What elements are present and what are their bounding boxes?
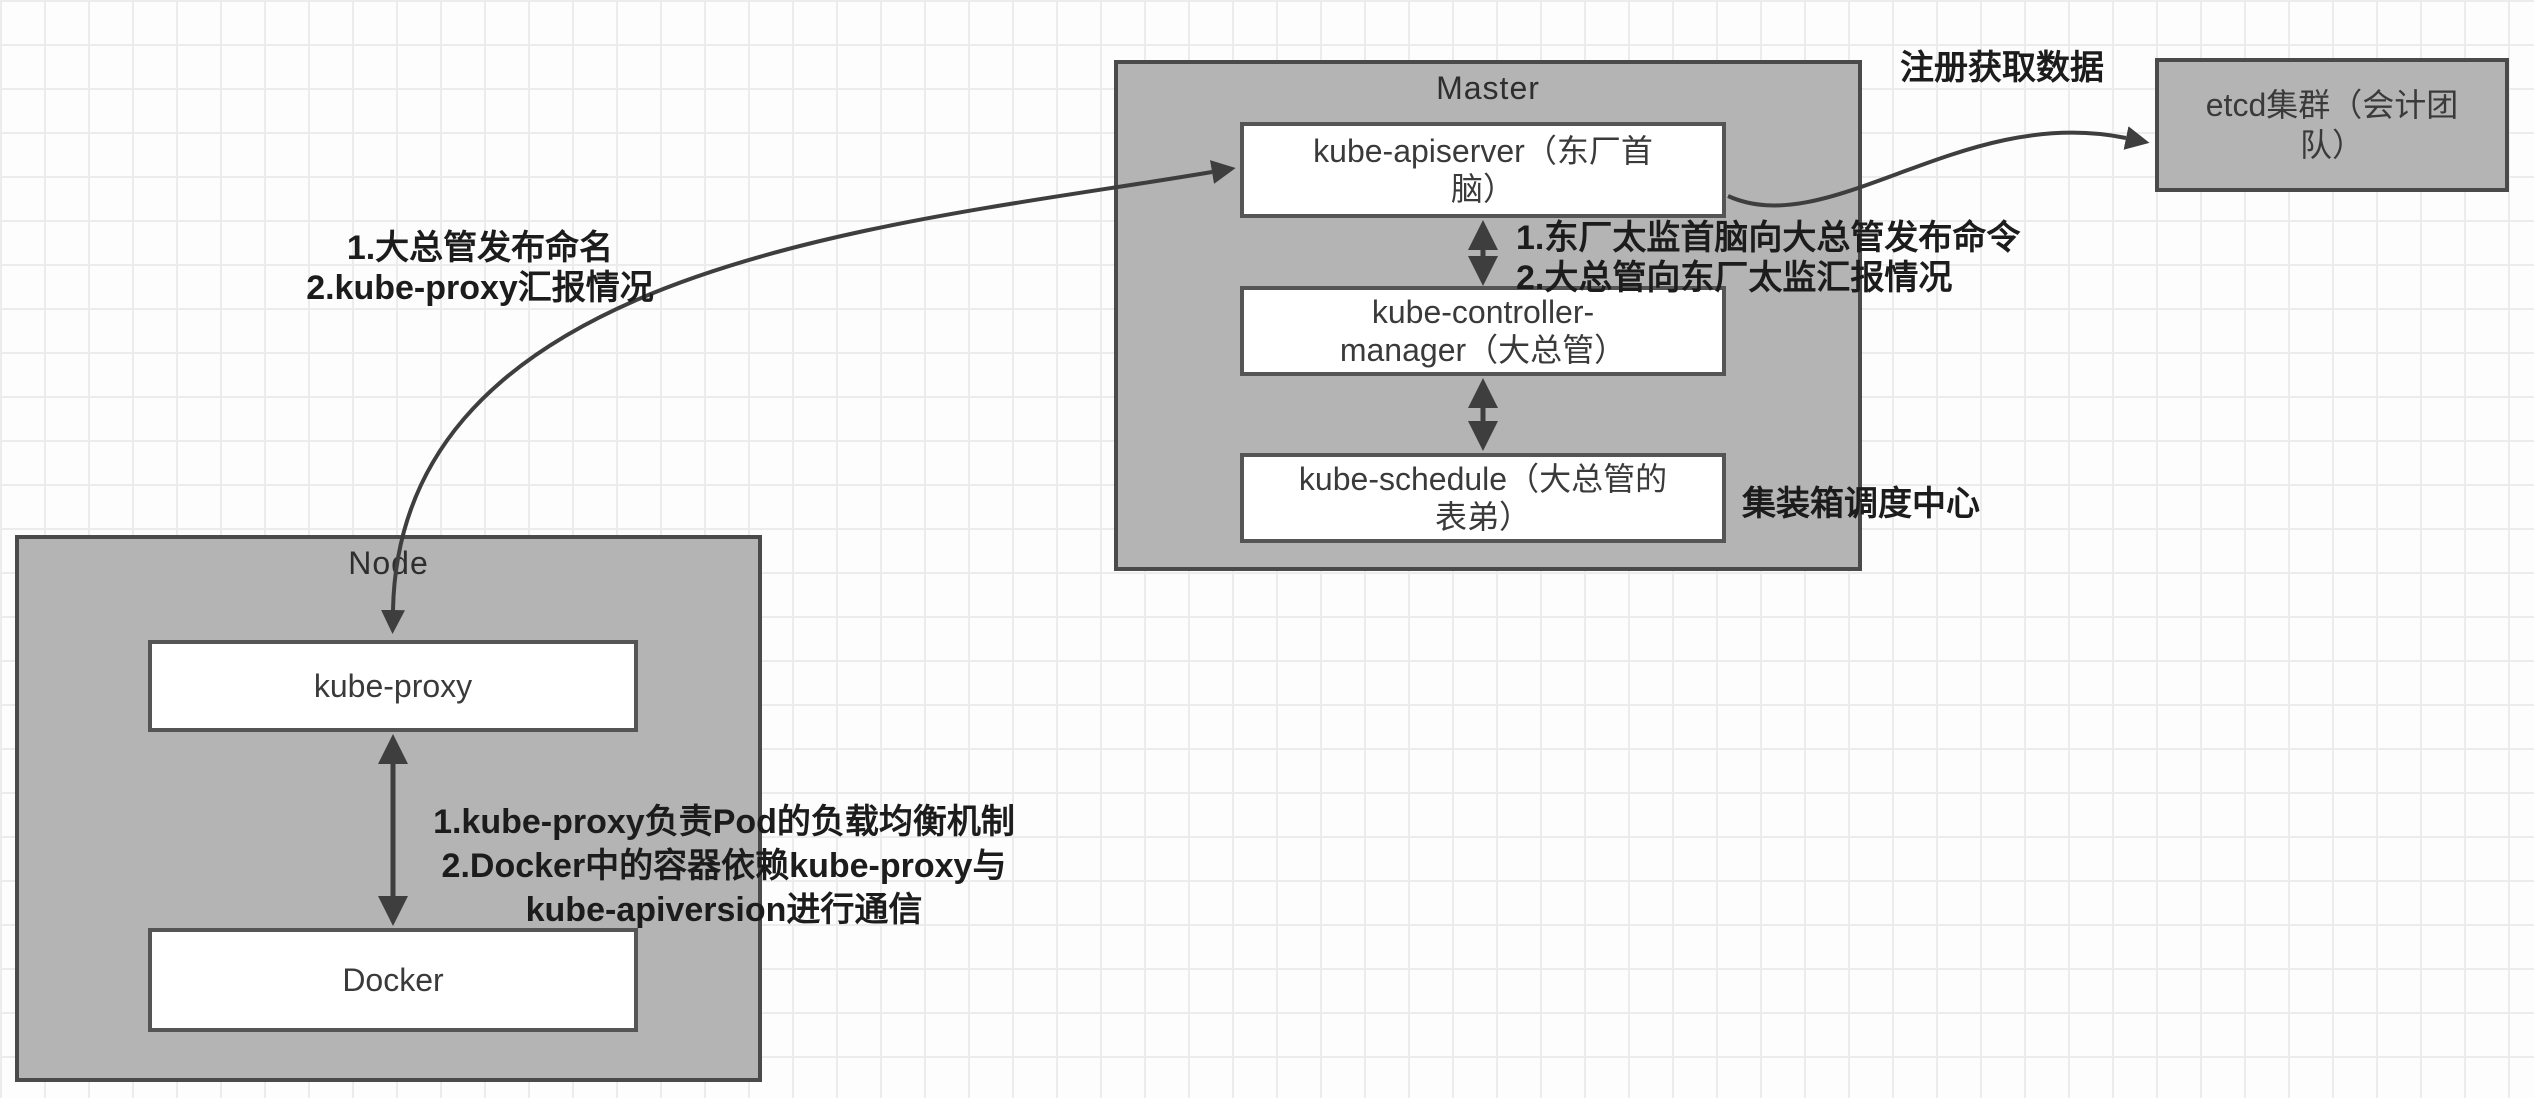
kube-controller-manager-label-line: kube-controller-	[1371, 294, 1595, 330]
register-data-annotation: 注册获取数据	[1900, 49, 2104, 87]
etcd-label-line: 队）	[2299, 127, 2364, 163]
docker-box: Docker	[148, 928, 638, 1032]
master-flow-line: 1.东厂太监首脑向大总管发布命令	[1516, 219, 2021, 257]
kube-schedule-label-line: kube-schedule（大总管的	[1298, 461, 1668, 497]
docker-label: Docker	[342, 962, 444, 998]
kube-apiserver-label-line: 脑）	[1450, 171, 1515, 207]
arrow-apiserver-etcd	[1727, 126, 2150, 208]
node-flow-line: kube-apiversion进行通信	[525, 891, 923, 929]
etcd-box: etcd集群（会计团 队）	[2155, 58, 2509, 192]
proxy-master-annotation: 1.大总管发布命名 2.kube-proxy汇报情况	[230, 228, 730, 308]
kube-schedule-label-line: 表弟）	[1434, 499, 1531, 535]
kube-proxy-label: kube-proxy	[313, 668, 473, 704]
kube-apiserver-label-line: kube-apiserver（东厂首	[1313, 133, 1653, 169]
node-flow-annotation: 1.kube-proxy负责Pod的负载均衡机制 2.Docker中的容器依赖k…	[404, 800, 1044, 932]
node-flow-line: 2.Docker中的容器依赖kube-proxy与	[441, 847, 1007, 885]
kube-schedule-box: kube-schedule（大总管的 表弟）	[1240, 453, 1726, 543]
kube-apiserver-box: kube-apiserver（东厂首 脑）	[1240, 122, 1726, 218]
kube-controller-manager-label-line: manager（大总管）	[1339, 332, 1627, 368]
etcd-label-line: etcd集群（会计团	[2205, 87, 2459, 123]
node-flow-line: 1.kube-proxy负责Pod的负载均衡机制	[433, 803, 1015, 841]
scheduler-note-annotation: 集装箱调度中心	[1742, 485, 1980, 523]
master-title: Master	[1436, 70, 1540, 106]
master-flow-line: 2.大总管向东厂太监汇报情况	[1516, 259, 1953, 297]
master-flow-annotation: 1.东厂太监首脑向大总管发布命令 2.大总管向东厂太监汇报情况	[1516, 218, 2020, 298]
kube-proxy-box: kube-proxy	[148, 640, 638, 732]
proxy-master-line: 1.大总管发布命名	[346, 229, 614, 267]
kube-controller-manager-box: kube-controller- manager（大总管）	[1240, 286, 1726, 376]
proxy-master-line: 2.kube-proxy汇报情况	[306, 269, 654, 307]
arrow-proxy-apiserver	[381, 160, 1236, 634]
